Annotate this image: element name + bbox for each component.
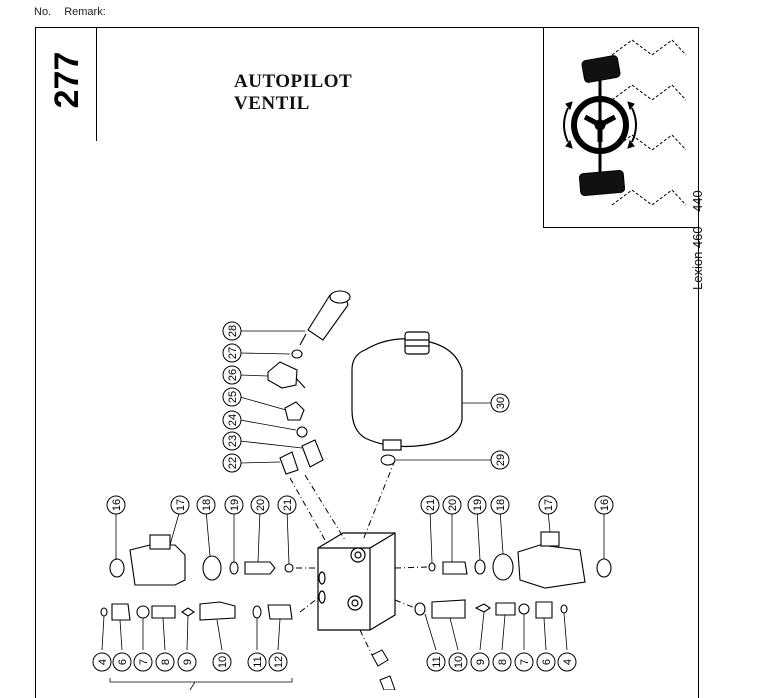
page-number-box <box>35 27 97 141</box>
accumulator <box>351 331 463 451</box>
callout-26: 26 <box>227 369 239 381</box>
callout-left-16: 16 <box>111 499 123 511</box>
callout-rbottom-11: 11 <box>431 656 443 667</box>
callout-22: 22 <box>227 457 239 469</box>
callout-circles <box>92 321 614 672</box>
callout-bottom-9: 9 <box>182 659 194 665</box>
callout-right-20: 20 <box>447 499 459 511</box>
right-solenoid-row <box>414 531 612 619</box>
callout-25: 25 <box>227 391 239 403</box>
no-label: No. <box>34 6 52 18</box>
o-ring-29 <box>380 454 396 466</box>
title-line-1: AUTOPILOT <box>234 71 353 92</box>
callout-rbottom-10: 10 <box>453 656 465 668</box>
title-line-2: VENTIL <box>234 93 310 114</box>
callout-23: 23 <box>227 435 239 447</box>
left-solenoid-row <box>100 534 294 621</box>
callout-24: 24 <box>227 414 239 426</box>
callout-left-18: 18 <box>201 499 213 511</box>
callout-rbottom-6: 6 <box>541 659 553 665</box>
callout-left-20: 20 <box>255 499 267 511</box>
page-frame <box>35 27 699 698</box>
callout-bottom-12: 12 <box>273 656 285 668</box>
callout-bottom-6: 6 <box>117 659 129 665</box>
callout-rbottom-7: 7 <box>519 659 531 665</box>
callout-left-19: 19 <box>229 499 241 511</box>
callout-bottom-4: 4 <box>97 659 109 665</box>
callout-bottom-11: 11 <box>252 656 264 667</box>
callout-bottom-10: 10 <box>217 656 229 668</box>
callout-27: 27 <box>227 347 239 359</box>
fitting-stack <box>267 290 351 475</box>
callout-right-18: 18 <box>495 499 507 511</box>
bottom-parts <box>371 649 396 690</box>
callout-right-17: 17 <box>543 499 555 511</box>
callout-right-16: 16 <box>599 499 611 511</box>
callout-rbottom-4: 4 <box>562 659 574 665</box>
callout-left-17: 17 <box>175 499 187 511</box>
callout-28: 28 <box>227 325 239 337</box>
leader-lines <box>101 330 605 690</box>
section-icon-box <box>543 27 698 228</box>
callout-bottom-8: 8 <box>160 659 172 665</box>
callout-rbottom-8: 8 <box>497 659 509 665</box>
callout-rbottom-9: 9 <box>475 659 487 665</box>
valve-block <box>317 532 396 631</box>
callout-bottom-7: 7 <box>138 659 150 665</box>
header-bar: No. Remark: <box>34 6 116 18</box>
callout-29: 29 <box>495 454 507 466</box>
callout-right-19: 19 <box>472 499 484 511</box>
page-title: AUTOPILOT VENTIL <box>234 71 352 115</box>
callout-left-21: 21 <box>282 499 294 511</box>
callout-30: 30 <box>495 397 507 409</box>
remark-label: Remark: <box>64 6 106 18</box>
steering-wheel-with-header-icon <box>563 39 687 206</box>
assembly-guides <box>289 459 429 656</box>
callout-right-21: 21 <box>425 499 437 511</box>
